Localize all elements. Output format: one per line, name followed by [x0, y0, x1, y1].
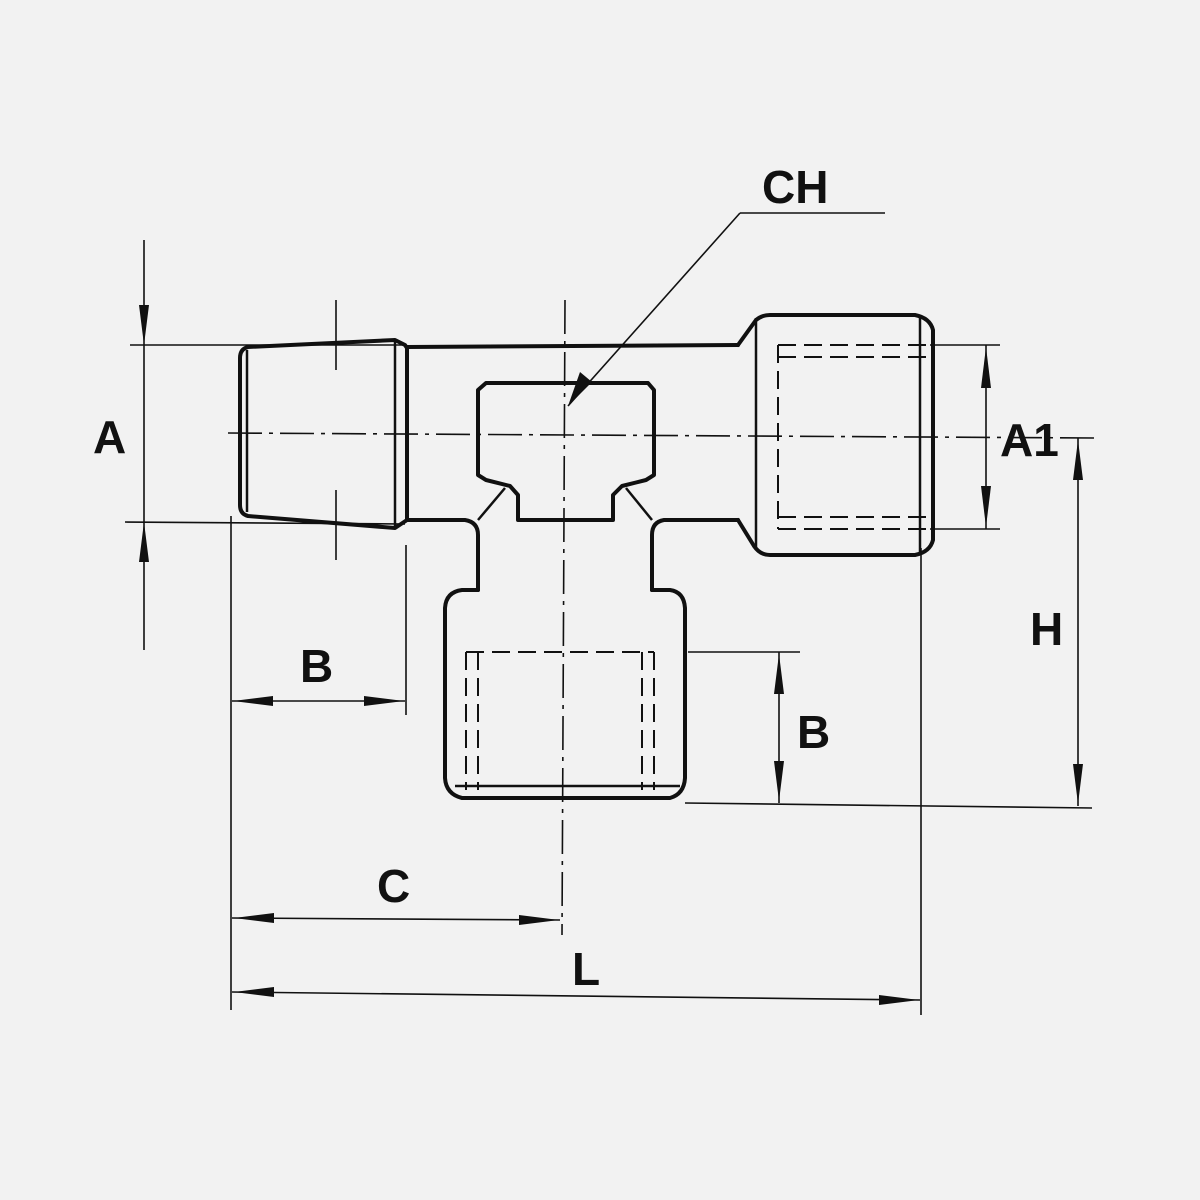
dimension-b-vertical: [684, 651, 1093, 809]
label-a1: A1: [1000, 414, 1059, 466]
right-female-nut: [736, 313, 935, 557]
tee-body: [405, 343, 740, 592]
label-b-horizontal: B: [300, 640, 333, 692]
bottom-female-thread: [443, 588, 687, 800]
horizontal-center-line: [227, 432, 1096, 439]
dimension-a: [124, 240, 406, 650]
dimension-a1: [930, 344, 1000, 530]
label-a: A: [93, 411, 126, 463]
dimension-h: [1073, 438, 1083, 806]
label-c: C: [377, 860, 410, 912]
label-h: H: [1030, 603, 1063, 655]
dimension-ch-leader: [567, 212, 885, 407]
dimension-l: [231, 548, 922, 1015]
vertical-center-line: [561, 299, 566, 936]
label-b-vertical: B: [797, 706, 830, 758]
label-l: L: [572, 943, 600, 995]
dimension-b-horizontal: [230, 516, 407, 1010]
dimension-c: [231, 913, 561, 925]
label-ch: CH: [762, 161, 828, 213]
left-tapered-thread: [238, 300, 409, 560]
